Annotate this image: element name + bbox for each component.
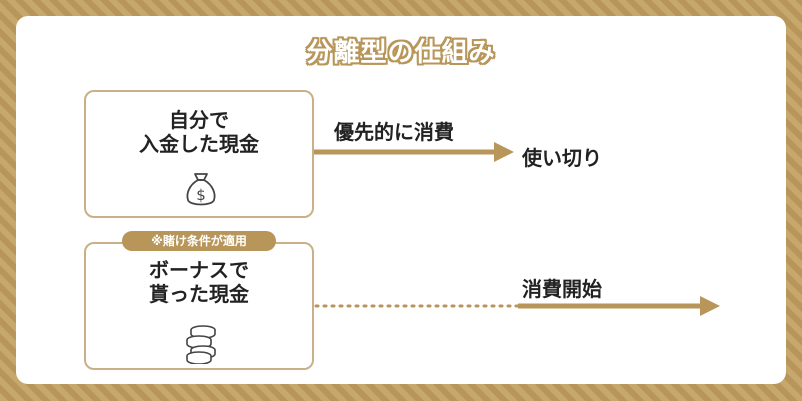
own-deposit-line2: 入金した現金 [139, 132, 259, 156]
own-deposit-box: 自分で 入金した現金 $ [84, 90, 314, 218]
own-arrow [314, 142, 514, 162]
coin-stack-icon [186, 325, 216, 364]
bonus-cash-line1: ボーナスで [149, 258, 249, 282]
own-deposit-text: 自分で 入金した現金 [86, 108, 312, 156]
bonus-arrow [314, 296, 720, 316]
start-spending-label: 消費開始 [522, 277, 602, 301]
priority-spend-label: 優先的に消費 [334, 120, 454, 144]
bonus-cash-text: ボーナスで 貰った現金 [86, 258, 312, 306]
own-deposit-line1: 自分で [169, 108, 229, 132]
bonus-cash-box: ボーナスで 貰った現金 [84, 242, 314, 370]
diagram-title: 分離型の仕組み [306, 38, 496, 68]
bonus-cash-line2: 貰った現金 [149, 282, 249, 306]
money-bag-icon: $ [186, 173, 216, 206]
wagering-condition-badge: ※賭け条件が適用 [122, 231, 276, 251]
use-up-label: 使い切り [522, 146, 602, 170]
svg-text:$: $ [196, 186, 206, 204]
